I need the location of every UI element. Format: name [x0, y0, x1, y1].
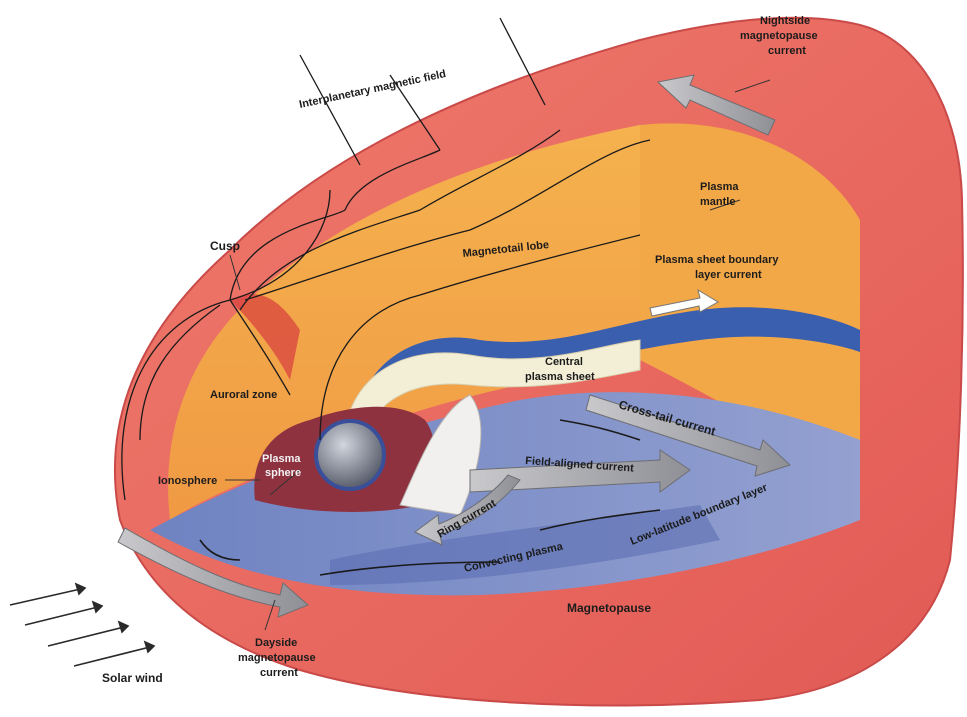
cusp-label: Cusp	[210, 239, 240, 253]
psbl-label-1: Plasma sheet boundary	[655, 254, 779, 266]
dayside-label-1: Dayside	[255, 637, 297, 649]
imf-label: Interplanetary magnetic field	[298, 68, 447, 111]
dayside-label-3: current	[260, 667, 298, 679]
nightside-label-3: current	[768, 45, 806, 57]
plasma-mantle-label-1: Plasma	[700, 181, 739, 193]
plasma-mantle-label-2: mantle	[700, 196, 735, 208]
nightside-label-1: Nightside	[760, 15, 810, 27]
solar-wind-arrows	[10, 584, 154, 666]
central-plasma-sheet-label-2: plasma sheet	[525, 371, 595, 383]
earth	[316, 421, 384, 489]
dayside-label-2: magnetopause	[238, 652, 316, 664]
plasmasphere-label-1: Plasma	[262, 453, 301, 465]
nightside-label-2: magnetopause	[740, 30, 818, 42]
auroral-zone-label: Auroral zone	[210, 389, 277, 401]
central-plasma-sheet-label-1: Central	[545, 356, 583, 368]
magnetopause-label: Magnetopause	[567, 601, 651, 615]
psbl-label-2: layer current	[695, 269, 762, 281]
ionosphere-label: Ionosphere	[158, 475, 217, 487]
plasmasphere-label-2: sphere	[265, 467, 301, 479]
solar-wind-label: Solar wind	[102, 671, 163, 685]
